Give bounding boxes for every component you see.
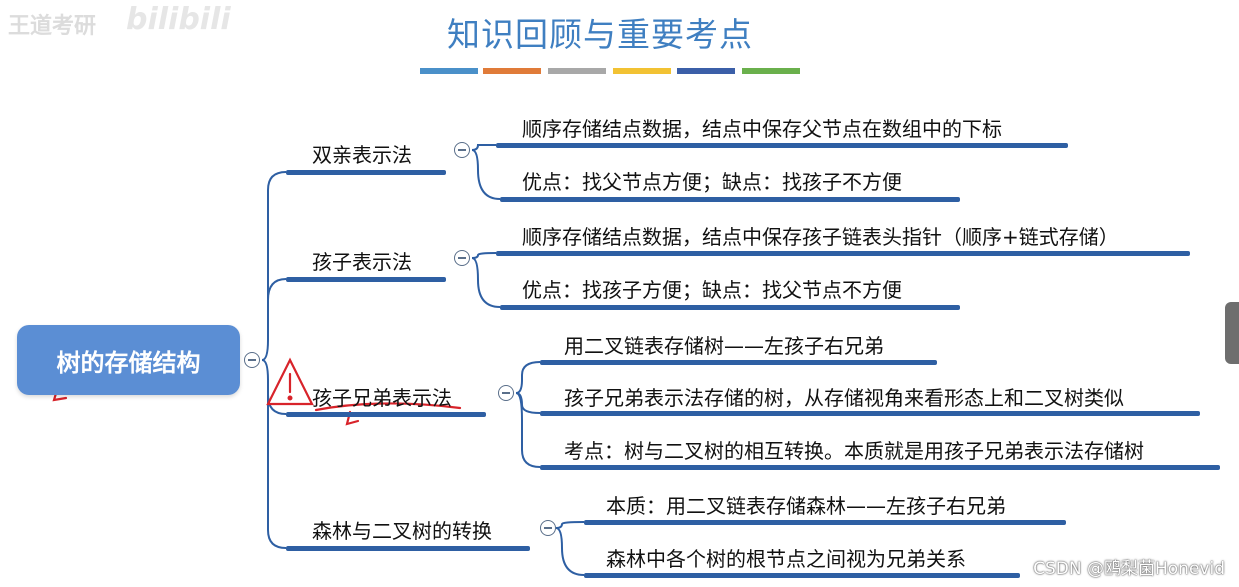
title-bar-yellow [613,68,671,74]
leaf-underline [500,305,960,310]
root-node[interactable]: 树的存储结构 [17,325,240,395]
leaf-underline [584,573,1020,578]
branch-underline [286,546,530,551]
minus-circle-icon[interactable] [454,142,470,158]
minus-circle-icon[interactable] [540,520,556,536]
branch-underline [286,170,446,175]
leaf-underline [540,465,1220,470]
leaf-underline [584,520,1066,525]
title-bar-blue [420,68,478,74]
csdn-watermark: CSDN @鸥梨菌Honevid [1033,559,1225,579]
leaf-underline [540,411,1200,416]
branch-child-representation[interactable]: 孩子表示法 [312,250,412,274]
leaf-text: 用二叉链表存储树——左孩子右兄弟 [564,334,884,358]
branch-forest-binary-conversion[interactable]: 森林与二叉树的转换 [312,519,492,543]
title-bar-navy [677,68,735,74]
title-bar-orange [483,68,541,74]
leaf-underline [496,143,1068,148]
leaf-text: 考点：树与二叉树的相互转换。本质就是用孩子兄弟表示法存储树 [564,439,1144,463]
title-bar-green [742,68,800,74]
branch-child-sibling-representation[interactable]: 孩子兄弟表示法 [312,386,452,410]
leaf-text: 优点：找父节点方便；缺点：找孩子不方便 [522,170,902,194]
minus-circle-icon[interactable] [454,250,470,266]
leaf-text: 顺序存储结点数据，结点中保存父节点在数组中的下标 [522,117,1002,141]
leaf-text: 森林中各个树的根节点之间视为兄弟关系 [606,547,966,571]
branch-underline [286,412,486,417]
branch-underline [286,277,446,282]
minus-circle-icon[interactable] [498,385,514,401]
leaf-underline [500,197,960,202]
leaf-underline [496,251,1190,256]
page-title: 知识回顾与重要考点 [447,15,753,54]
watermark-text: 王道考研 [8,14,97,39]
leaf-underline [540,360,937,365]
branch-parent-representation[interactable]: 双亲表示法 [312,143,412,167]
leaf-text: 优点：找孩子方便；缺点：找父节点不方便 [522,278,902,302]
side-panel-tab[interactable] [1225,302,1239,364]
leaf-text: 顺序存储结点数据，结点中保存孩子链表头指针（顺序+链式存储） [522,225,1119,249]
minus-circle-icon[interactable] [244,352,260,368]
leaf-text: 本质：用二叉链表存储森林——左孩子右兄弟 [606,494,1006,518]
leaf-text: 孩子兄弟表示法存储的树，从存储视角来看形态上和二叉树类似 [564,386,1124,410]
bilibili-logo: bilibili [126,2,231,37]
title-bar-gray [548,68,606,74]
